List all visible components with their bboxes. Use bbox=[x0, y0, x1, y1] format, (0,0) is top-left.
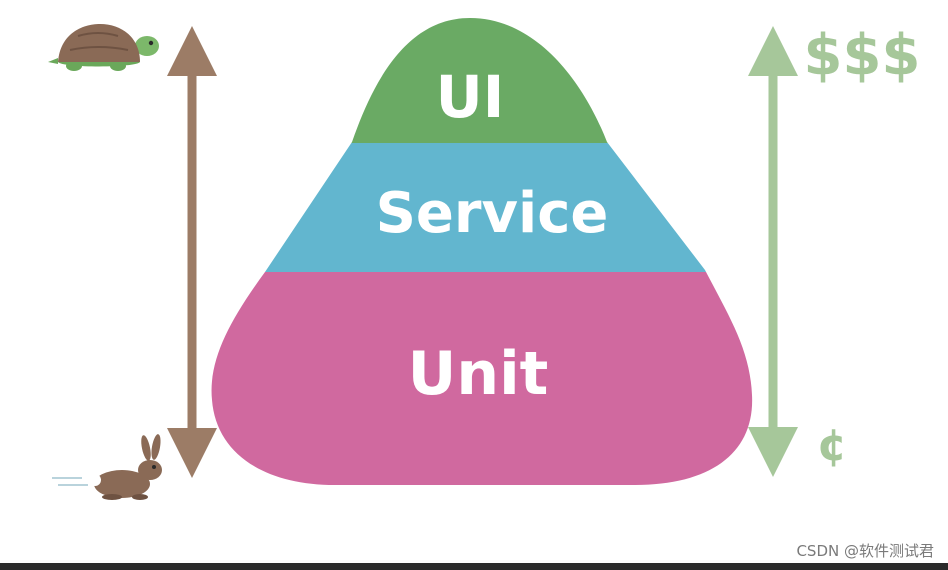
bottom-bar bbox=[0, 563, 948, 570]
unit-layer bbox=[211, 272, 753, 485]
service-layer-label: Service bbox=[376, 181, 609, 246]
cost-arrow bbox=[748, 26, 798, 477]
watermark: CSDN @软件测试君 bbox=[796, 542, 934, 560]
cost-high-label: $$$ bbox=[804, 23, 921, 88]
speed-arrow bbox=[167, 26, 217, 478]
rabbit-icon bbox=[52, 434, 162, 500]
unit-layer-label: Unit bbox=[408, 339, 549, 409]
cost-low-label: ¢ bbox=[817, 420, 848, 471]
ui-layer-label: UI bbox=[436, 63, 505, 131]
turtle-icon bbox=[48, 24, 159, 71]
